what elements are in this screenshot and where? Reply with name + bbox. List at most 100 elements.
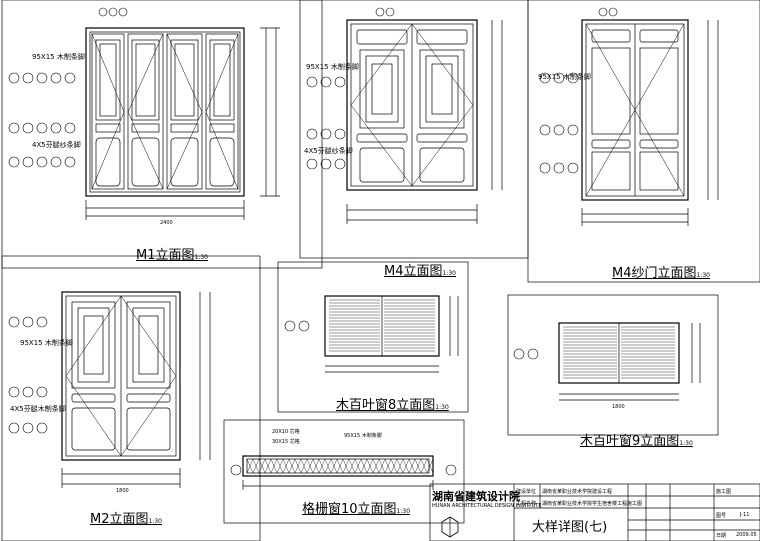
m2-note-screen: 4X5芬腿木制条脚 <box>10 405 66 413</box>
lattice-stroke <box>273 458 278 474</box>
lattice-stroke <box>345 458 350 474</box>
m1-viewport-frame <box>1 0 323 269</box>
m4-note-frame: 95X15 木制条脚 <box>306 63 359 71</box>
lattice-stroke <box>336 458 341 474</box>
drawing-no-label: 图号 <box>716 513 727 519</box>
lattice-stroke <box>366 458 371 474</box>
m4-note-screen: 4X5芬腿纱条脚 <box>304 147 353 155</box>
lattice-stroke <box>291 458 296 474</box>
lattice-stroke <box>267 458 272 474</box>
w10-title: 格栅窗10立面图1:30 <box>302 502 411 517</box>
m4-viewport-frame <box>299 0 529 259</box>
w9-title: 木百叶窗9立面图1:30 <box>580 434 693 449</box>
lattice-stroke <box>417 458 422 474</box>
lattice-stroke <box>378 458 383 474</box>
lattice-stroke <box>252 458 257 474</box>
lattice-stroke <box>369 458 374 474</box>
lattice-stroke <box>429 458 434 474</box>
item-name: 湖南省某职业技术学院学生宿舍楼工程施工图 <box>542 501 643 507</box>
sheet-title: 大样详图(七) <box>532 520 608 535</box>
lattice-stroke <box>297 458 302 474</box>
w8-elevation <box>324 295 440 357</box>
m2-title: M2立面图1:30 <box>90 512 162 527</box>
drawing-no: J-11 <box>740 512 750 518</box>
item-label: 工程名称 <box>516 501 537 507</box>
lattice-stroke <box>330 458 335 474</box>
m2-viewport-frame <box>1 255 261 541</box>
lattice-stroke <box>354 458 359 474</box>
lattice-stroke <box>315 458 320 474</box>
lattice-stroke <box>327 458 332 474</box>
lattice-stroke <box>414 458 419 474</box>
lattice-stroke <box>405 458 410 474</box>
m4-elevation <box>346 19 478 191</box>
m2-overall-dim: 1800 <box>116 488 129 494</box>
lattice-stroke <box>246 458 251 474</box>
w10-note-b: 30X15 芯格 <box>272 439 300 445</box>
m4s-note-frame: 95X15 木制条脚 <box>538 73 591 81</box>
lattice-stroke <box>324 458 329 474</box>
m4s-callouts <box>539 7 618 174</box>
institute-name-en: HUNAN ARCHITECTURAL DESIGN INSTITUTE <box>432 503 542 509</box>
lattice-stroke <box>423 458 428 474</box>
m1-note-screen: 4X5芬腿纱条脚 <box>32 141 81 149</box>
m1-callouts <box>8 7 128 168</box>
lattice-stroke <box>381 458 386 474</box>
lattice-stroke <box>363 458 368 474</box>
lattice-stroke <box>360 458 365 474</box>
m2-elevation <box>61 291 181 461</box>
lattice-stroke <box>426 458 431 474</box>
m1-note-frame: 95X15 木制条脚 <box>32 53 85 61</box>
m2-callouts <box>8 316 539 476</box>
m1-overall-dim: 2400 <box>160 220 173 226</box>
project-label: 建设单位 <box>516 489 537 495</box>
lattice-stroke <box>309 458 314 474</box>
lattice-stroke <box>306 458 311 474</box>
lattice-stroke <box>357 458 362 474</box>
w10-elevation <box>242 455 434 477</box>
lattice-stroke <box>348 458 353 474</box>
lattice-stroke <box>408 458 413 474</box>
date: 2009.05 <box>736 532 757 538</box>
lattice-stroke <box>249 458 254 474</box>
institute-name: 湖南省建筑设计院 <box>432 490 520 503</box>
m1-title: M1立面图1:30 <box>136 248 208 263</box>
m4-callouts <box>306 7 395 170</box>
m4-title: M4立面图1:30 <box>384 264 456 279</box>
lattice-stroke <box>339 458 344 474</box>
w8-viewport-frame <box>277 261 469 413</box>
title-block <box>429 483 760 541</box>
m4s-title: M4纱门立面图1:30 <box>612 266 710 281</box>
lattice-stroke <box>384 458 389 474</box>
lattice-stroke <box>399 458 404 474</box>
date-label: 日期 <box>716 533 727 539</box>
w9-elevation <box>558 322 680 384</box>
lattice-stroke <box>279 458 284 474</box>
w8-title: 木百叶窗8立面图1:30 <box>336 398 449 413</box>
w9-overall-dim: 1800 <box>612 404 625 410</box>
m2-note-frame: 95X15 木制条脚 <box>20 339 73 347</box>
w9-viewport-frame <box>507 294 719 436</box>
lattice-stroke <box>294 458 299 474</box>
lattice-stroke <box>270 458 275 474</box>
lattice-stroke <box>342 458 347 474</box>
w10-note-a: 20X10 芯格 <box>272 429 300 435</box>
lattice-stroke <box>258 458 263 474</box>
lattice-stroke <box>411 458 416 474</box>
lattice-stroke <box>300 458 305 474</box>
m4s-viewport-frame <box>527 0 760 283</box>
lattice-stroke <box>351 458 356 474</box>
lattice-stroke <box>372 458 377 474</box>
lattice-stroke <box>387 458 392 474</box>
lattice-stroke <box>321 458 326 474</box>
lattice-stroke <box>312 458 317 474</box>
lattice-stroke <box>393 458 398 474</box>
lattice-stroke <box>285 458 290 474</box>
lattice-stroke <box>303 458 308 474</box>
lattice-stroke <box>318 458 323 474</box>
lattice-stroke <box>396 458 401 474</box>
w10-viewport-frame <box>223 419 465 524</box>
lattice-stroke <box>375 458 380 474</box>
lattice-stroke <box>282 458 287 474</box>
